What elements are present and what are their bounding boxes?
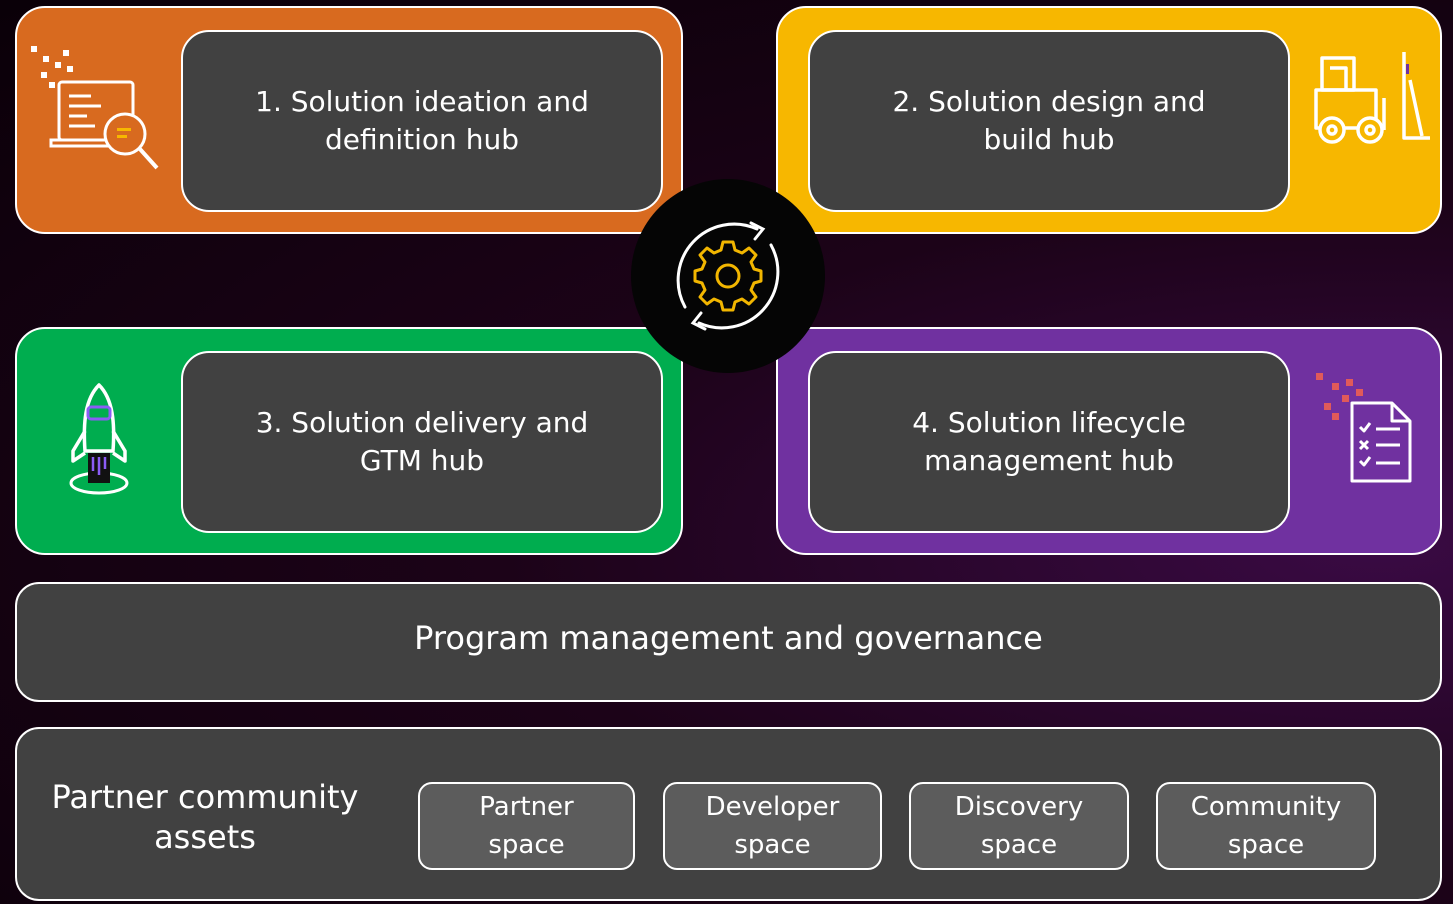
hub-4-title: 4. Solution lifecycle management hub	[912, 406, 1186, 477]
hub-2-title: 2. Solution design and build hub	[892, 85, 1206, 156]
center-hub	[631, 179, 825, 373]
hub-4-panel: 4. Solution lifecycle management hub	[808, 351, 1290, 533]
partner-community-bar: Partner community assets Partner space D…	[15, 727, 1442, 901]
program-management-label: Program management and governance	[414, 619, 1043, 657]
developer-space-box: Developer space	[663, 782, 882, 870]
code-search-icon	[29, 44, 179, 174]
program-management-bar: Program management and governance	[15, 582, 1442, 702]
hub-1-panel: 1. Solution ideation and definition hub	[181, 30, 663, 212]
hub-solution-delivery: 3. Solution delivery and GTM hub	[15, 327, 683, 555]
hub-2-panel: 2. Solution design and build hub	[808, 30, 1290, 212]
hub-solution-ideation: 1. Solution ideation and definition hub	[15, 6, 683, 234]
hub-3-panel: 3. Solution delivery and GTM hub	[181, 351, 663, 533]
partner-community-label: Partner community assets	[51, 778, 359, 856]
hub-1-title: 1. Solution ideation and definition hub	[255, 85, 589, 156]
checklist-document-icon	[1312, 367, 1416, 487]
community-space-box: Community space	[1156, 782, 1376, 870]
partner-space-box: Partner space	[418, 782, 635, 870]
hub-solution-design: 2. Solution design and build hub	[776, 6, 1442, 234]
forklift-icon	[1310, 50, 1434, 146]
rocket-icon	[61, 379, 137, 499]
gear-cycle-icon	[676, 221, 780, 331]
hub-3-title: 3. Solution delivery and GTM hub	[255, 406, 589, 477]
discovery-space-box: Discovery space	[909, 782, 1129, 870]
hub-solution-lifecycle: 4. Solution lifecycle management hub	[776, 327, 1442, 555]
